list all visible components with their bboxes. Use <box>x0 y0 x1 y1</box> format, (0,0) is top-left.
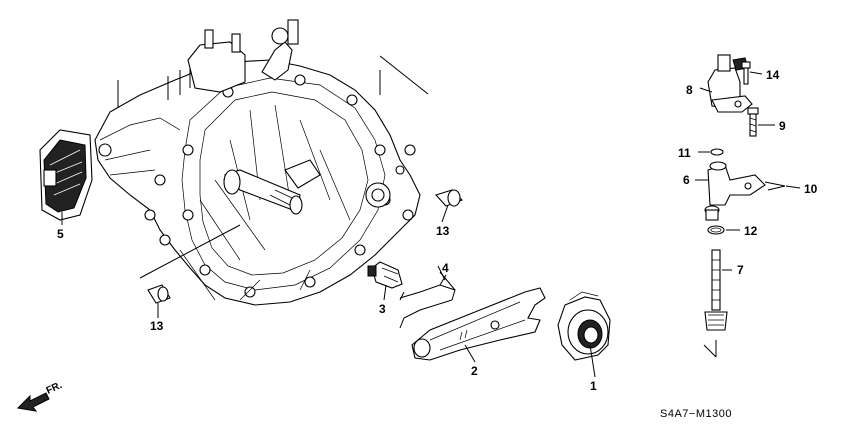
part-3-switch <box>367 261 403 289</box>
callout-13-left: 13 <box>150 319 164 333</box>
part-2-release-fork <box>411 287 546 361</box>
front-direction-arrow: FR. <box>16 380 64 412</box>
part-7-driven-gear-shaft <box>704 205 728 331</box>
callout-4: 4 <box>442 261 449 275</box>
callout-7: 7 <box>737 263 744 277</box>
callout-9: 9 <box>779 119 786 133</box>
part-13-dowel-pin-left <box>147 284 171 304</box>
part-5-cover <box>39 129 93 221</box>
callout-8: 8 <box>686 83 693 97</box>
leader-lines <box>61 55 801 378</box>
part-11-o-ring <box>710 148 724 156</box>
transmission-housing <box>94 19 421 306</box>
callout-6: 6 <box>683 173 690 187</box>
callout-5: 5 <box>57 227 64 241</box>
part-6-gear-holder <box>707 161 766 206</box>
part-14-bolt <box>741 61 751 85</box>
callouts: 1 2 3 4 5 6 7 8 9 10 11 12 13 13 14 <box>57 68 818 393</box>
front-direction-label: FR. <box>45 380 64 397</box>
part-12-o-ring <box>707 225 725 235</box>
callout-3: 3 <box>379 302 386 316</box>
callout-2: 2 <box>471 364 478 378</box>
callout-12: 12 <box>744 224 758 238</box>
callout-1: 1 <box>590 379 597 393</box>
part-9-bolt <box>747 107 759 137</box>
part-1-release-bearing <box>557 291 611 361</box>
part-13-dowel-pin-right <box>435 189 463 207</box>
part-10-clip <box>764 181 786 191</box>
callout-10: 10 <box>804 182 818 196</box>
callout-13-right: 13 <box>436 224 450 238</box>
part-4-spring-clip <box>399 265 456 329</box>
part-8-sensor-housing <box>707 54 753 113</box>
diagram-code: S4A7−M1300 <box>660 408 732 420</box>
callout-11: 11 <box>678 146 691 160</box>
callout-14: 14 <box>766 68 780 82</box>
